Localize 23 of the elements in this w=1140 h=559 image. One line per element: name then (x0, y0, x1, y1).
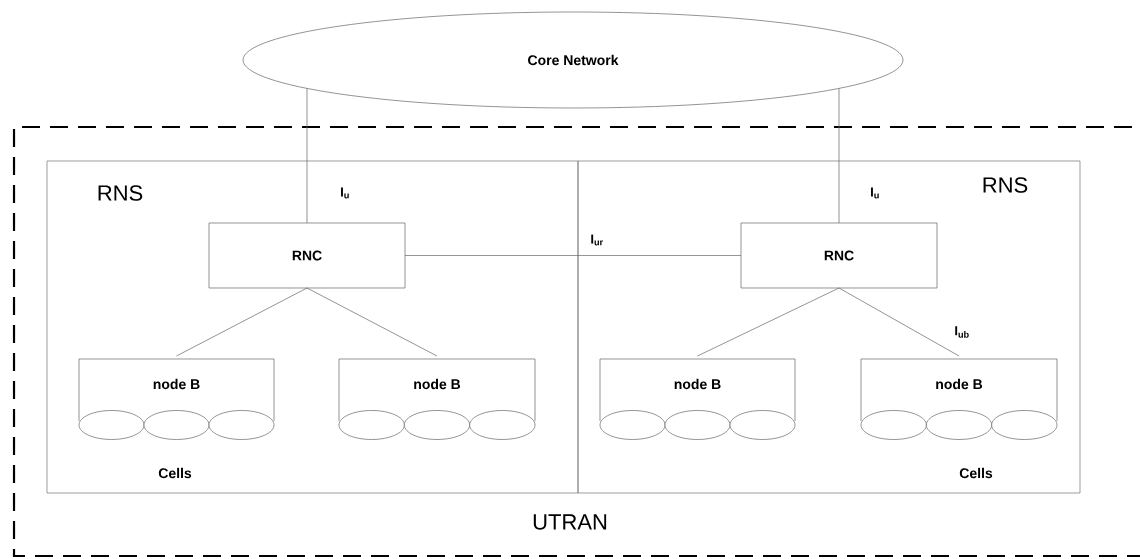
controller-box: RNC (740, 222, 938, 289)
connector-line (838, 287, 960, 357)
interface-label: I$_{ur}$ (591, 234, 603, 246)
node-label: node B (674, 378, 721, 390)
base-station-drawing: node B (78, 358, 275, 440)
controller-box: RNC (208, 222, 406, 289)
base-station-drawing: node B (338, 358, 536, 440)
connector-line (404, 255, 742, 256)
base-station-drawing: node B (860, 358, 1058, 440)
node-label: node B (414, 378, 461, 390)
connector-line (176, 287, 308, 357)
connector-line (838, 88, 840, 224)
interface-label: I$_{u}$ (341, 187, 349, 199)
interface-label: I$_{u}$ (871, 187, 879, 199)
base-station-drawing: node B (599, 358, 796, 440)
interface-label: I$_{ub}$ (955, 326, 969, 338)
connector-line (697, 287, 840, 357)
node-label: node B (153, 378, 200, 390)
node-label: node B (936, 378, 983, 390)
connector-line (306, 88, 308, 224)
cells-caption: Cells (959, 467, 993, 479)
connector-line (306, 287, 438, 357)
cells-caption: Cells (158, 467, 192, 479)
